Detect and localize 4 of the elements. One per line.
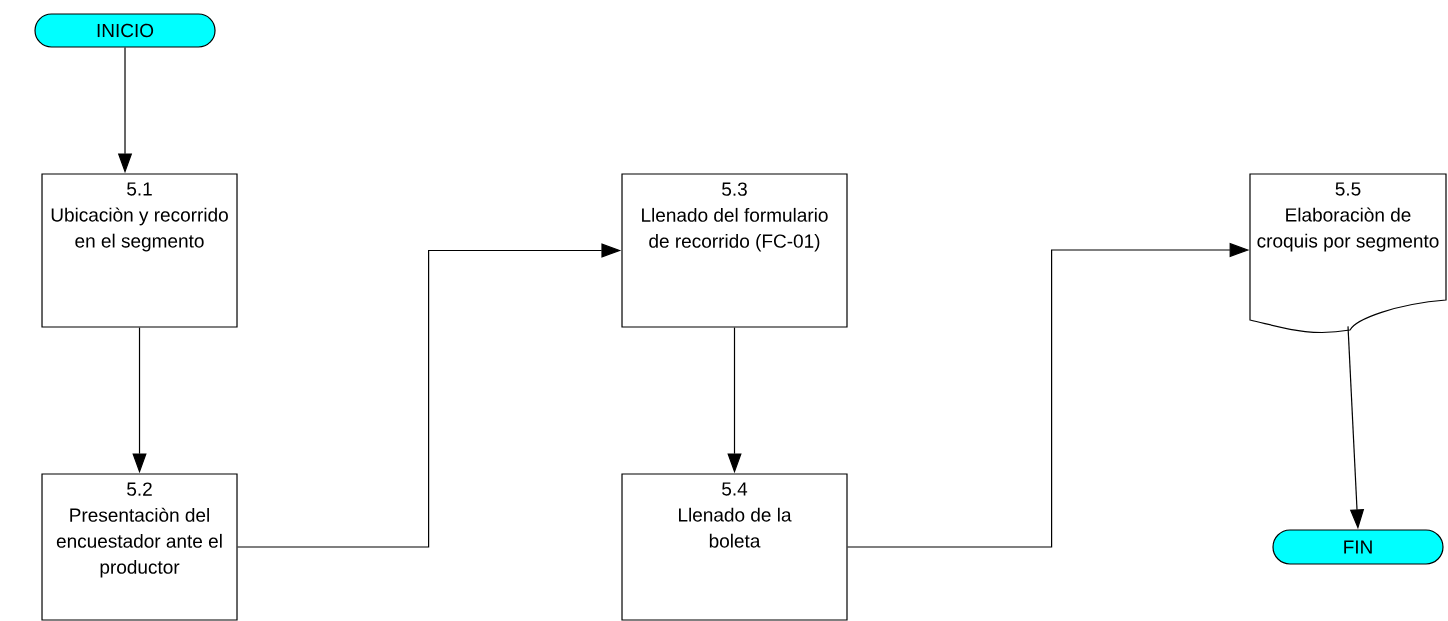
process-box: 5.3 Llenado del formulario de recorrido (FC-01) bbox=[621, 173, 848, 328]
process-box: 5.1 Ubicaciòn y recorrido en el segmento bbox=[41, 173, 238, 328]
process-box: 5.4 Llenado de la boleta bbox=[621, 473, 848, 621]
process-box: 5.2 Presentaciòn del encuestador ante el productor bbox=[41, 473, 238, 621]
